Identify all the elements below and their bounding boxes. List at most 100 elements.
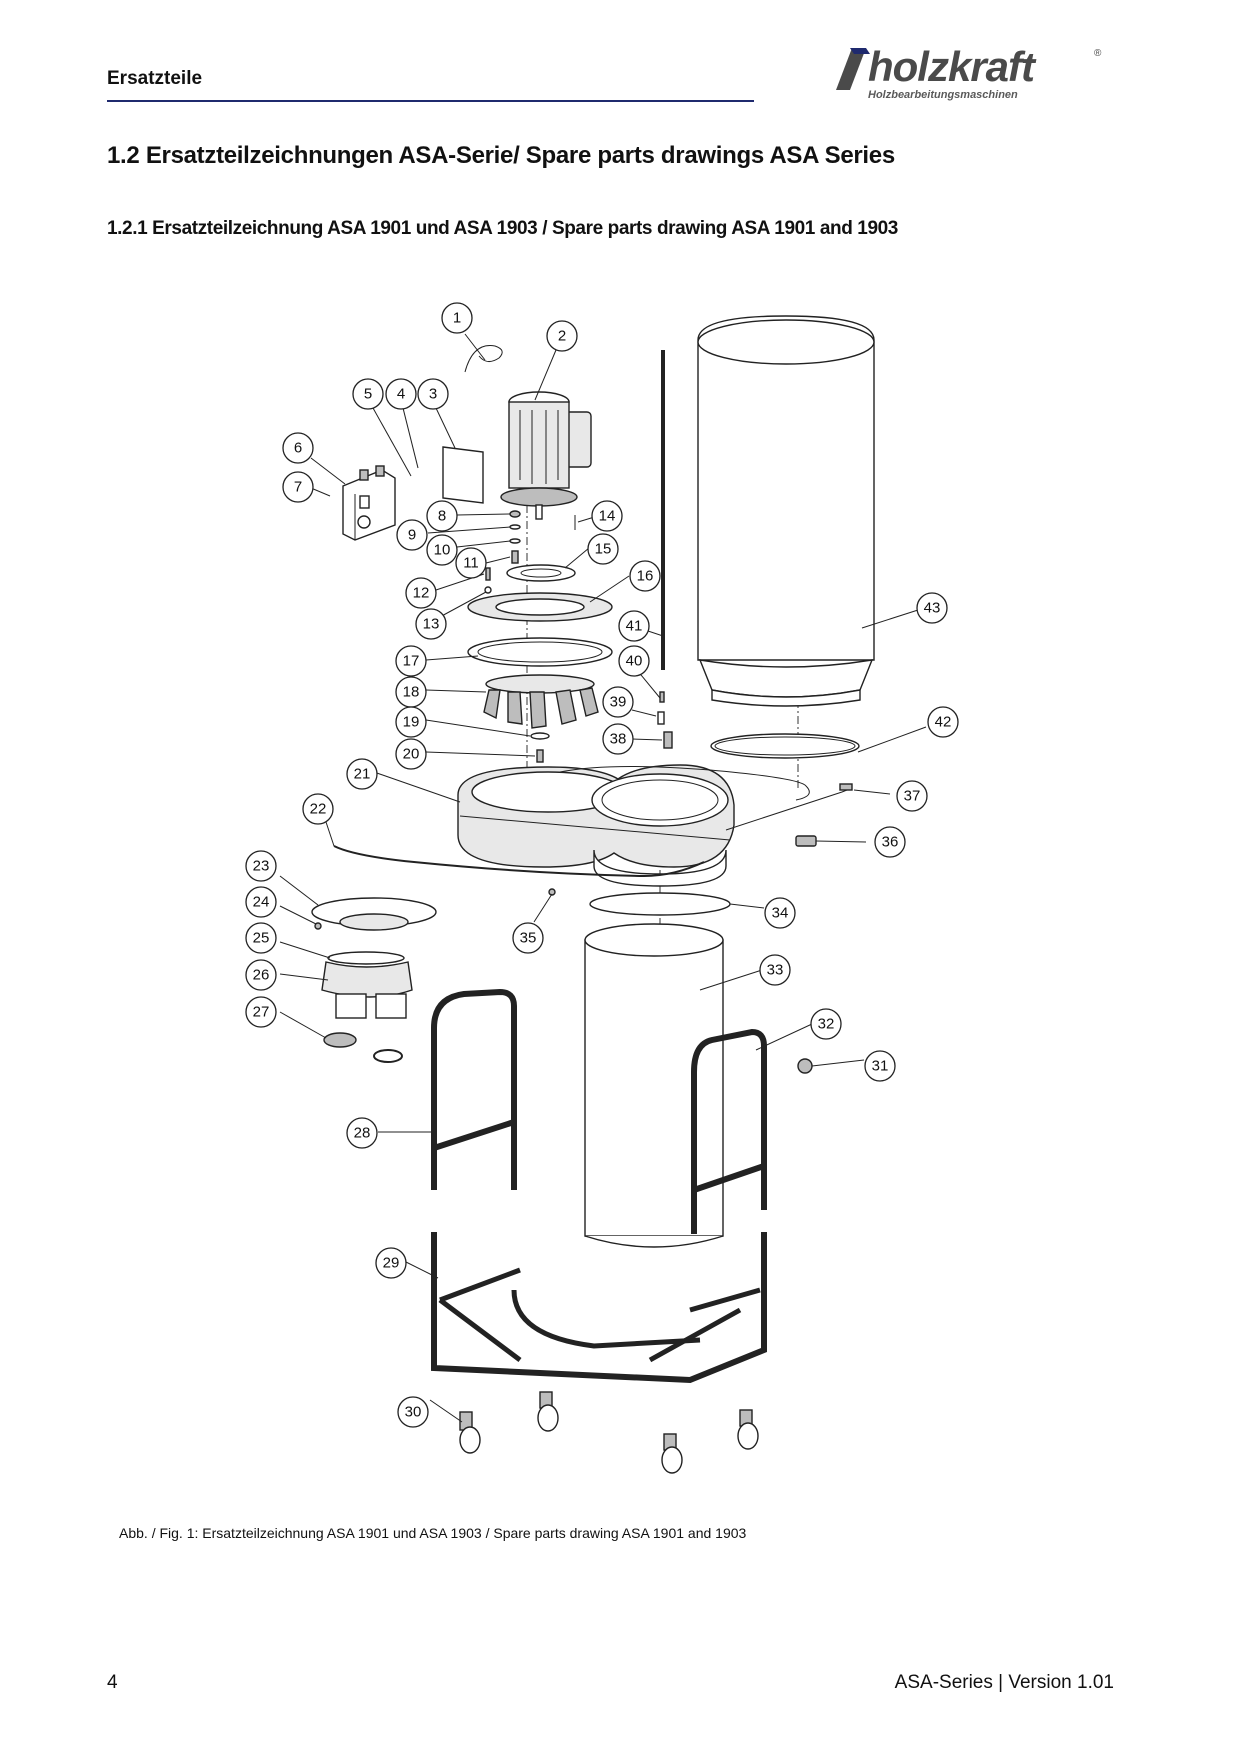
svg-text:10: 10 — [434, 542, 451, 559]
part-24-screw — [314, 922, 322, 930]
callout-31: 31 — [864, 1050, 896, 1082]
svg-text:11: 11 — [463, 555, 479, 572]
leader-lines — [279, 333, 927, 1423]
svg-text:6: 6 — [294, 440, 302, 457]
callout-1: 1 — [441, 302, 473, 334]
svg-text:40: 40 — [626, 653, 643, 670]
logo-registered: ® — [1094, 48, 1102, 59]
svg-text:17: 17 — [403, 653, 420, 670]
callout-37: 37 — [896, 780, 928, 812]
svg-text:43: 43 — [924, 600, 941, 617]
part-43-filter-bag — [697, 315, 875, 707]
callout-3: 3 — [417, 378, 449, 410]
callout-42: 42 — [927, 706, 959, 738]
spare-parts-exploded-drawing: 1 2 3 4 5 6 7 8 9 10 11 12 13 14 15 16 1… — [245, 302, 959, 1474]
svg-text:31: 31 — [872, 1058, 889, 1075]
callout-29: 29 — [375, 1247, 407, 1279]
part-35-screw — [548, 888, 556, 896]
part-21-housing — [457, 764, 735, 887]
logo-mark-icon — [836, 48, 870, 90]
callout-41: 41 — [618, 610, 650, 642]
housing-seal-wire — [559, 765, 810, 801]
callout-21: 21 — [346, 758, 378, 790]
part-33-collection-bag — [584, 923, 724, 1248]
part-32-frame-right — [691, 1028, 767, 1234]
callout-20: 20 — [395, 738, 427, 770]
svg-text:26: 26 — [253, 967, 270, 984]
part-13-washer — [484, 586, 492, 594]
footer-version: ASA-Series | Version 1.01 — [894, 1672, 1114, 1693]
section-label: Ersatzteile — [107, 68, 203, 89]
callout-43: 43 — [916, 592, 948, 624]
part-26-adapter — [321, 961, 413, 1019]
part-38-clamp — [663, 731, 673, 749]
svg-text:34: 34 — [772, 905, 789, 922]
svg-text:2: 2 — [558, 328, 566, 345]
svg-text:24: 24 — [253, 894, 270, 911]
part-8-nut — [509, 510, 521, 518]
svg-text:25: 25 — [253, 930, 270, 947]
part-34-ring — [589, 892, 731, 916]
svg-text:29: 29 — [383, 1255, 400, 1272]
callout-2: 2 — [546, 320, 578, 352]
callout-14: 14 — [591, 500, 623, 532]
svg-text:20: 20 — [403, 746, 420, 763]
callout-18: 18 — [395, 676, 427, 708]
callout-17: 17 — [395, 645, 427, 677]
svg-text:41: 41 — [626, 618, 643, 635]
part-6-switch-box — [342, 465, 396, 541]
callout-33: 33 — [759, 954, 791, 986]
part-36-plug — [795, 835, 817, 847]
part-20-screw — [536, 749, 544, 763]
callout-32: 32 — [810, 1008, 842, 1040]
holzkraft-logo: holzkraft ® Holzbearbeitungsmaschinen — [832, 44, 1112, 106]
svg-text:30: 30 — [405, 1404, 422, 1421]
svg-text:14: 14 — [599, 508, 616, 525]
svg-text:4: 4 — [397, 386, 405, 403]
svg-text:32: 32 — [818, 1016, 835, 1033]
callout-36: 36 — [874, 826, 906, 858]
part-29-base — [431, 1232, 767, 1384]
svg-text:1: 1 — [453, 310, 461, 327]
callout-35: 35 — [512, 922, 544, 954]
part-40-screw — [659, 691, 665, 703]
callout-25: 25 — [245, 922, 277, 954]
part-28-frame-left — [431, 988, 517, 1190]
callout-22: 22 — [302, 793, 334, 825]
svg-text:39: 39 — [610, 694, 627, 711]
part-37-cable — [725, 787, 853, 831]
callout-39: 39 — [602, 686, 634, 718]
svg-text:42: 42 — [935, 714, 952, 731]
callout-40: 40 — [618, 645, 650, 677]
svg-text:19: 19 — [403, 714, 420, 731]
callout-6: 6 — [282, 432, 314, 464]
callout-5: 5 — [352, 378, 384, 410]
part-37-connector — [839, 783, 853, 791]
callout-30: 30 — [397, 1396, 429, 1428]
callout-28: 28 — [346, 1117, 378, 1149]
part-30-castors — [459, 1391, 759, 1474]
svg-text:15: 15 — [595, 541, 612, 558]
svg-text:12: 12 — [413, 585, 430, 602]
svg-text:28: 28 — [354, 1125, 371, 1142]
part-22-seal-strip — [333, 845, 705, 878]
part-9-washer — [509, 524, 521, 530]
part-25-ring — [327, 951, 405, 965]
part-27-cap — [323, 1032, 357, 1048]
logo-tagline: Holzbearbeitungsmaschinen — [868, 89, 1018, 101]
part-3-bracket — [442, 446, 484, 504]
callout-4: 4 — [385, 378, 417, 410]
callout-26: 26 — [245, 959, 277, 991]
callout-13: 13 — [415, 608, 447, 640]
part-12-screw — [485, 567, 491, 581]
svg-text:35: 35 — [520, 930, 537, 947]
svg-text:27: 27 — [253, 1004, 270, 1021]
callout-12: 12 — [405, 577, 437, 609]
part-10-washer — [509, 538, 521, 544]
callout-15: 15 — [587, 533, 619, 565]
svg-text:33: 33 — [767, 962, 784, 979]
part-39-screw — [657, 711, 665, 725]
part-callouts: 1 2 3 4 5 6 7 8 9 10 11 12 13 14 15 16 1… — [245, 302, 959, 1428]
callout-10: 10 — [426, 534, 458, 566]
svg-text:18: 18 — [403, 684, 420, 701]
